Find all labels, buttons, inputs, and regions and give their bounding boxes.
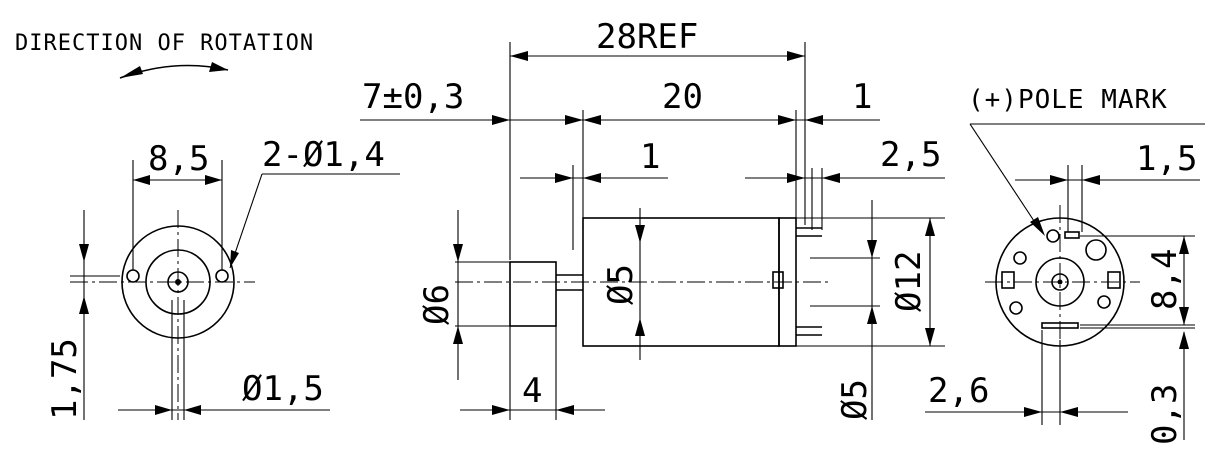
dim-4: 4 (522, 371, 542, 411)
dim-1-5-right: 1,5 (1136, 139, 1197, 179)
dim-dia-1-5: Ø1,5 (242, 369, 324, 409)
dim-dia-6: Ø6 (417, 284, 457, 325)
dim-0-3: 0,3 (1145, 384, 1185, 445)
dim-1-mid: 1 (640, 137, 660, 177)
dim-2-holes: 2-Ø1,4 (262, 135, 385, 175)
pole-mark-circle (1046, 229, 1060, 243)
mount-hole-right (215, 269, 229, 283)
front-view: DIRECTION OF ROTATION 8,5 2-Ø1,4 1,75 (15, 31, 400, 420)
mount-hole-left (126, 269, 140, 283)
dim-8-5: 8,5 (148, 139, 209, 179)
dim-dia-5-shaft: Ø5 (601, 264, 641, 305)
dim-2-6: 2,6 (928, 371, 989, 411)
dim-dia-5-lower: Ø5 (835, 379, 875, 420)
dim-7: 7±0,3 (362, 77, 464, 117)
rear-view: (+)POLE MARK 1,5 8,4 (925, 85, 1205, 445)
direction-of-rotation-label: DIRECTION OF ROTATION (15, 31, 314, 56)
terminal-top (1064, 231, 1080, 239)
dim-20: 20 (662, 77, 703, 117)
dim-2-5: 2,5 (880, 135, 941, 175)
dim-1-75: 1,75 (45, 338, 85, 420)
pole-mark-label: (+)POLE MARK (968, 85, 1168, 115)
dim-1-top: 1 (852, 77, 872, 117)
dim-dia-12: Ø12 (889, 251, 929, 312)
side-view: 28REF 7±0,3 20 1 1 2,5 (360, 17, 945, 420)
dim-28-ref: 28REF (596, 17, 698, 57)
dim-8-4: 8,4 (1145, 249, 1185, 310)
eccentric-weight (509, 261, 557, 327)
